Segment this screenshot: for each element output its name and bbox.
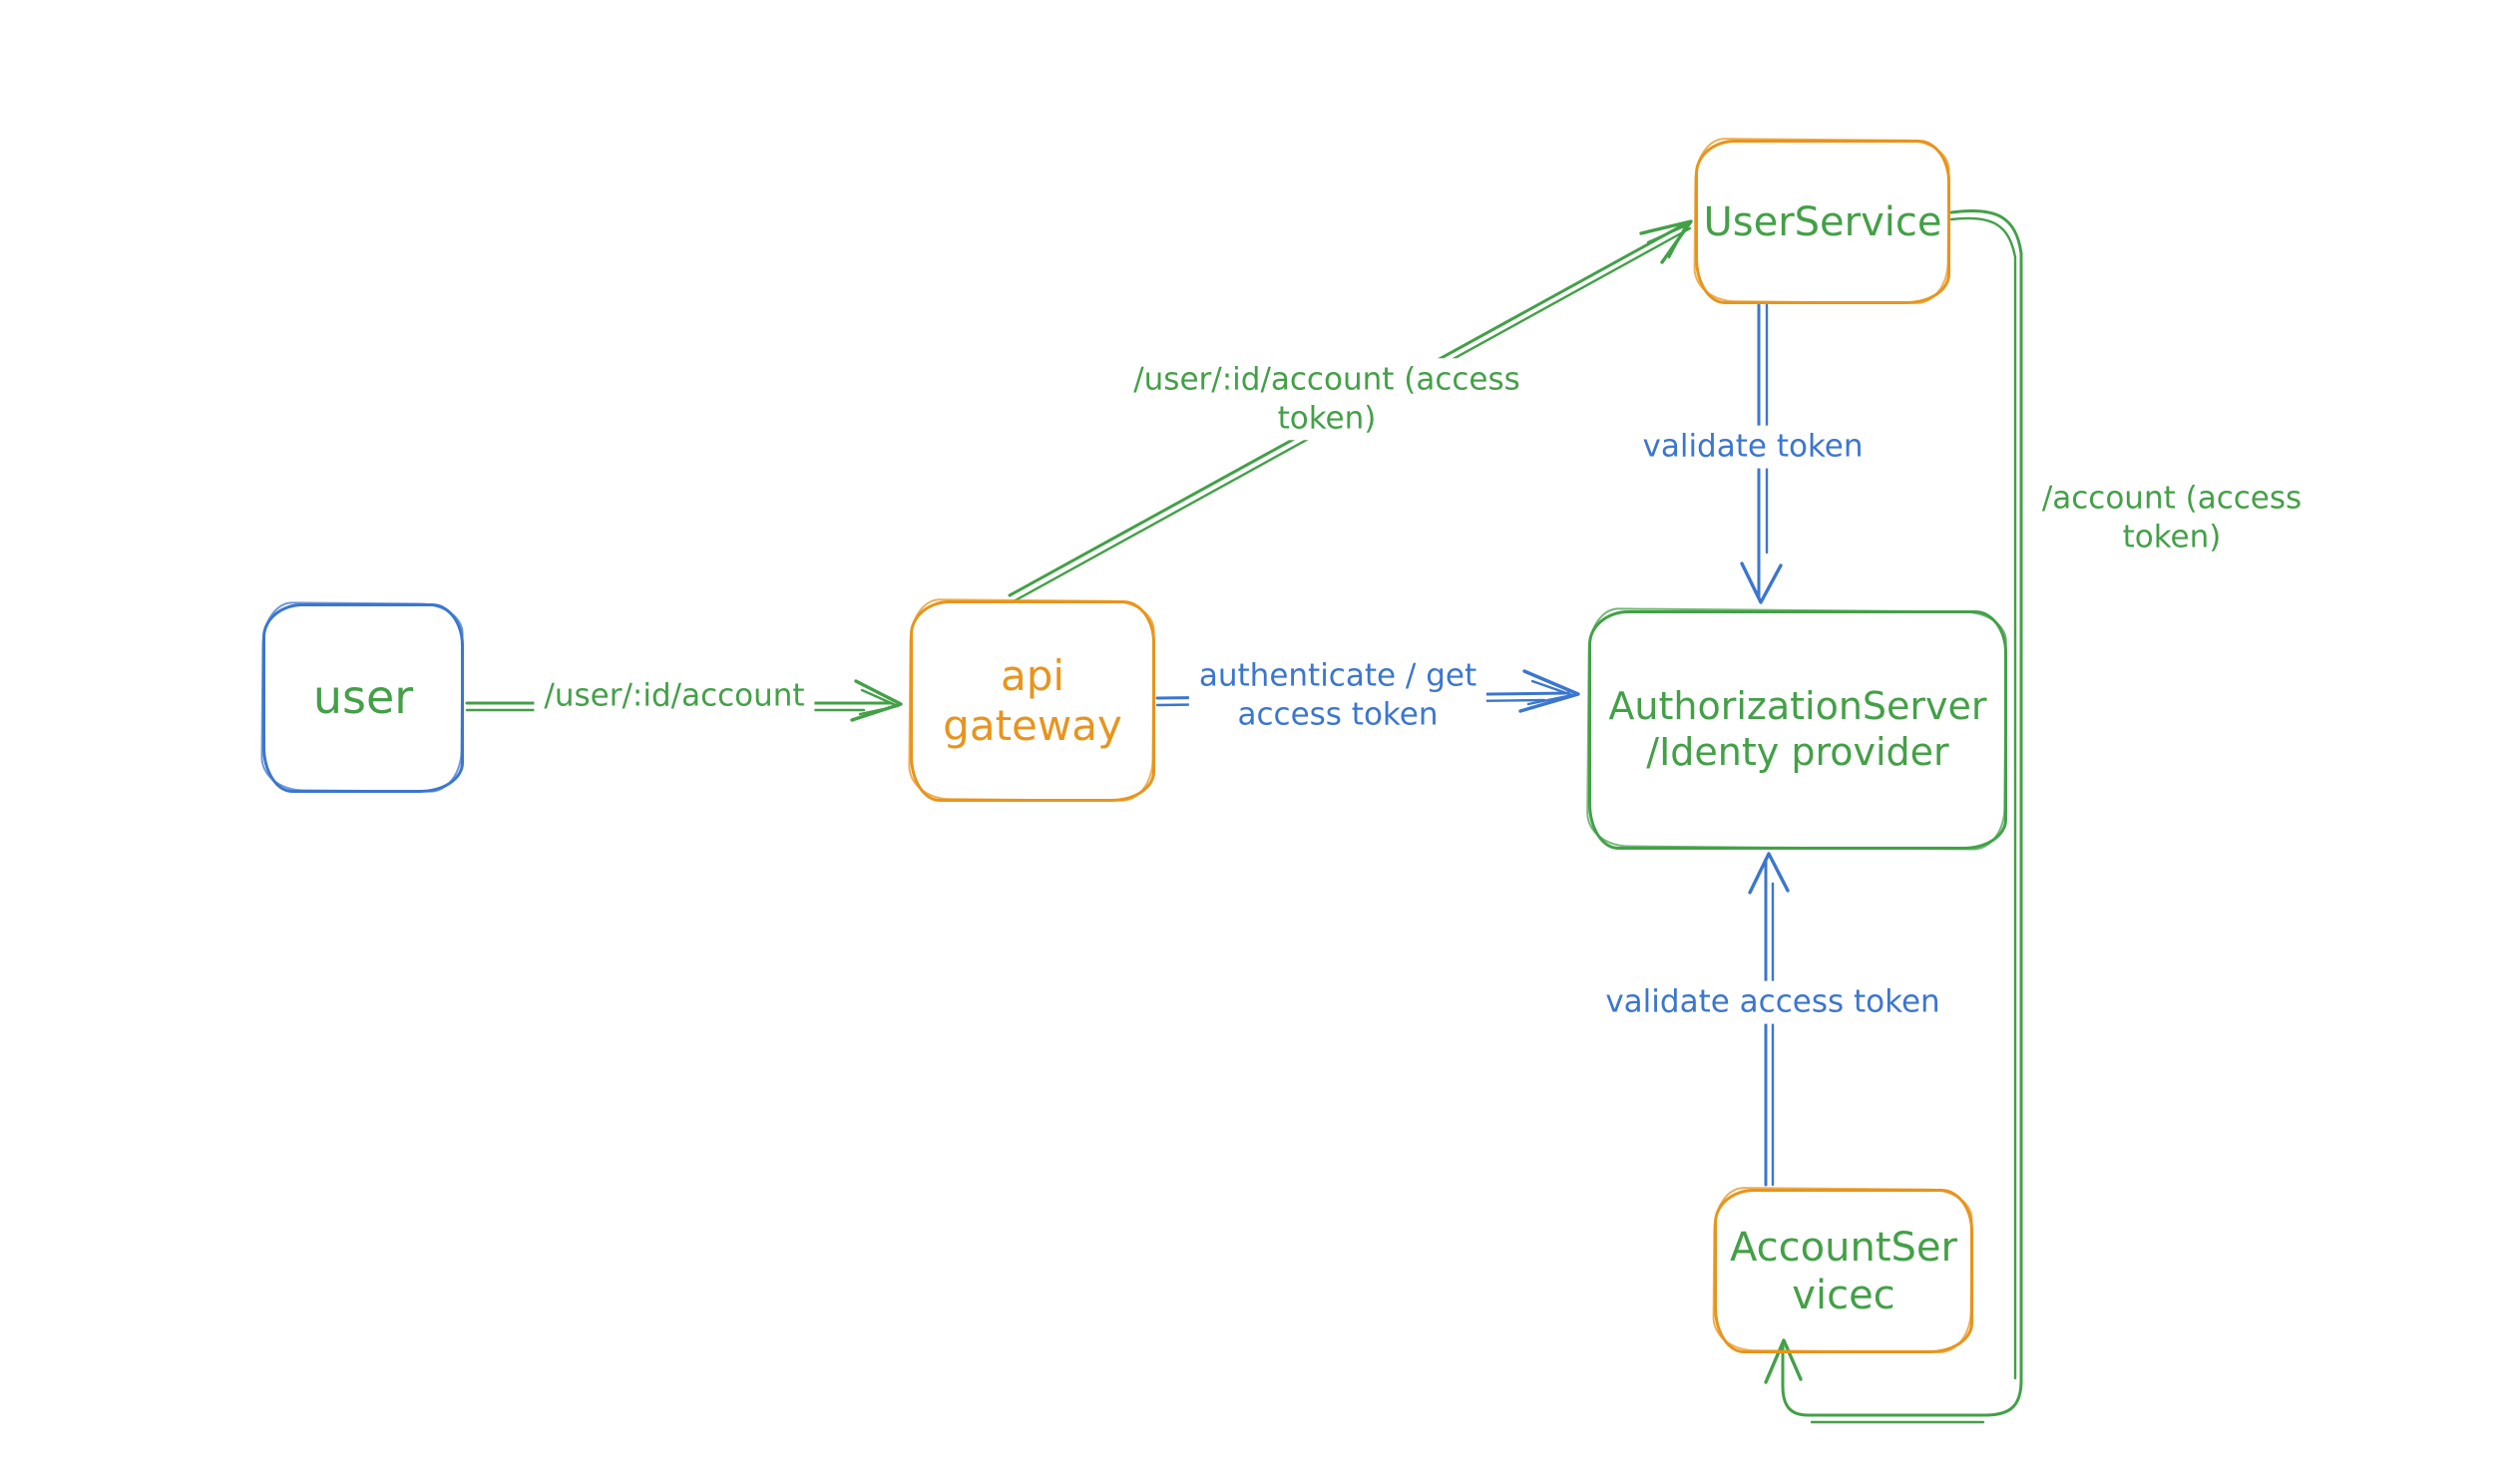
node-account-service[interactable]: AccountSer vicec bbox=[1714, 1189, 1973, 1353]
node-authorization-server[interactable]: AuthorizationServer /Identy provider bbox=[1588, 610, 2007, 850]
node-api-gateway[interactable]: api gateway bbox=[910, 600, 1155, 802]
edge-label-account-route[interactable]: /account (access token) bbox=[2041, 480, 2303, 554]
node-user-label: user bbox=[312, 670, 414, 725]
node-account-service-label: AccountSer vicec bbox=[1730, 1224, 1957, 1318]
node-user[interactable]: user bbox=[262, 603, 464, 793]
edge-label-validate-access-token[interactable]: validate access token bbox=[1595, 980, 1950, 1024]
node-api-gateway-label: api gateway bbox=[943, 650, 1122, 750]
edge-label-validate-token[interactable]: validate token bbox=[1632, 425, 1874, 469]
edge-label-authenticate-get-token[interactable]: authenticate / get access token bbox=[1188, 654, 1487, 736]
edge-label-user-route[interactable]: /user/:id/account bbox=[534, 674, 815, 718]
node-user-service[interactable]: UserService bbox=[1695, 140, 1950, 304]
edge-label-gateway-to-user-service[interactable]: /user/:id/account (access token) bbox=[1123, 358, 1530, 440]
node-user-service-label: UserService bbox=[1703, 198, 1942, 245]
node-authorization-server-label: AuthorizationServer /Identy provider bbox=[1608, 684, 1987, 774]
